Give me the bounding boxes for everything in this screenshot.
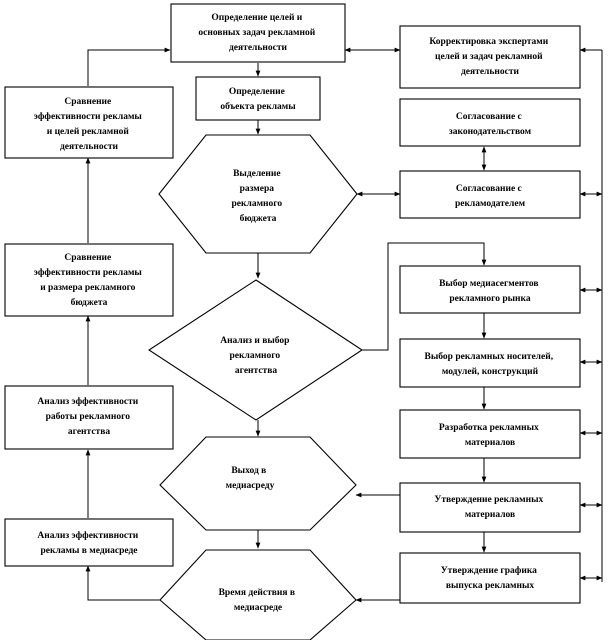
label-segments: Выбор медиасегментов рекламного рынка <box>439 278 541 304</box>
label-media-time: Время действия в медиасреде <box>219 587 298 613</box>
node-goals <box>170 3 346 63</box>
label-law: Согласование с законодательством <box>449 112 532 137</box>
node-materials <box>399 409 581 459</box>
node-schedule <box>399 552 581 604</box>
node-agency-eff <box>4 385 174 450</box>
node-correction <box>399 25 581 89</box>
node-agency <box>147 279 363 421</box>
connectors <box>85 47 603 603</box>
label-cmp-budget: Сравнение эффективности рекламы и размер… <box>34 253 144 308</box>
label-carriers: Выбор рекламных носителей, модулей, конс… <box>425 351 556 377</box>
node-carriers <box>399 338 581 388</box>
node-approval <box>399 482 581 533</box>
node-law <box>399 98 581 147</box>
node-cmp-budget <box>4 243 174 317</box>
shapes <box>4 3 581 640</box>
label-goals: Определение целей и основных задач рекла… <box>198 12 317 53</box>
node-object <box>195 76 321 121</box>
node-media-entry <box>159 436 357 531</box>
label-correction: Корректировка экспертами целей и задач р… <box>429 37 550 77</box>
label-media-eff: Анализ эффективности рекламы в медиасред… <box>37 530 140 556</box>
node-segments <box>399 265 581 314</box>
label-cmp-goals: Сравнение эффективности рекламы и целей … <box>34 97 144 152</box>
label-agency: Анализ и выбор рекламного агентства <box>220 335 292 376</box>
label-agency-eff: Анализ эффективности работы рекламного а… <box>37 396 140 437</box>
node-budget <box>158 134 358 254</box>
label-materials: Разработка рекламных материалов <box>439 422 541 448</box>
labels: Определение целей и основных задач рекла… <box>34 12 556 613</box>
label-budget: Выделение размера рекламного бюджета <box>232 169 285 224</box>
node-media-eff <box>4 518 174 567</box>
node-cmp-goals <box>4 86 174 159</box>
node-advertiser <box>399 170 581 219</box>
node-media-time <box>159 549 357 640</box>
label-media-entry: Выход в медиасреду <box>226 466 275 491</box>
label-object: Определение объекта рекламы <box>220 87 296 112</box>
label-schedule: Утверждение графика выпуска рекламных <box>441 565 540 591</box>
label-approval: Утверждение рекламных материалов <box>434 495 545 520</box>
label-advertiser: Согласование с рекламодателем <box>455 184 526 209</box>
